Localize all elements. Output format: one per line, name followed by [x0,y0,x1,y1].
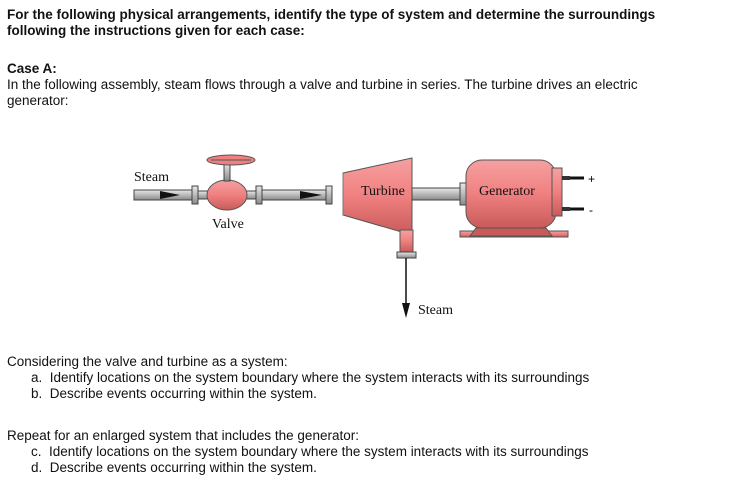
question-item-c: c. Identify locations on the system boun… [31,444,589,459]
turbine [342,157,417,259]
turbine-label: Turbine [361,184,405,199]
question-item-d: d. Describe events occurring within the … [31,460,317,475]
question-item-a: a. Identify locations on the system boun… [31,370,590,385]
intro-line-1: For the following physical arrangements,… [7,7,656,22]
question-2-intro: Repeat for an enlarged system that inclu… [7,428,359,443]
case-a-title: Case A: [7,61,57,76]
steam-inlet-arrow [160,191,180,199]
intro-line-2: following the instructions given for eac… [7,23,305,38]
terminal-negative [562,207,584,211]
steam-outlet-arrow [402,258,410,318]
case-a-description-line-1: In the following assembly, steam flows t… [7,77,638,92]
generator-label: Generator [479,184,535,199]
valve-label: Valve [212,217,244,232]
minus-sign: - [589,203,593,217]
question-1-intro: Considering the valve and turbine as a s… [7,354,288,369]
generator [459,159,569,238]
steam-outlet-label: Steam [418,303,453,318]
shaft [411,182,467,206]
case-a-description-line-2: generator: [7,93,69,108]
terminal-positive [562,176,584,180]
valve [191,154,263,211]
steam-flow-arrow [300,191,322,199]
plus-sign: + [588,172,595,186]
steam-inlet-label: Steam [134,170,169,185]
steam-turbine-diagram: Steam Valve Turbine Generator [133,154,595,318]
valve-turbine-pipe [261,185,333,205]
question-item-b: b. Describe events occurring within the … [31,386,317,401]
